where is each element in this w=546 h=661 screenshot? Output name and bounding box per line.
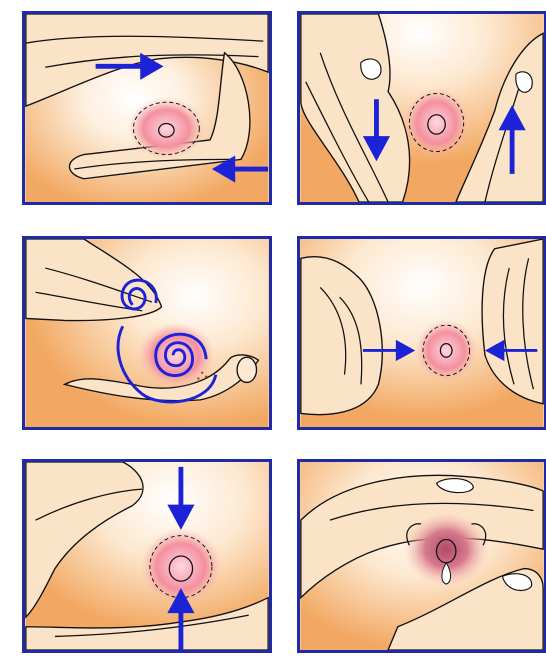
- areola: [404, 88, 470, 158]
- panel-2-hand-vertical: [297, 11, 546, 205]
- panel-6-illustration: [300, 462, 544, 650]
- right-thumbnail: [516, 72, 532, 92]
- panel-4-fingers-squeeze: [297, 236, 546, 430]
- panel-3-illustration: [25, 239, 269, 427]
- panel-1-illustration: [25, 14, 269, 202]
- panel-2-illustration: [300, 14, 544, 202]
- panel-5-hand-press: [22, 459, 272, 653]
- panel-3-circular-massage: [22, 236, 272, 430]
- thumb-tip: [237, 357, 256, 382]
- areola: [128, 97, 206, 159]
- panel-5-illustration: [25, 462, 269, 650]
- panel-4-illustration: [300, 239, 544, 427]
- left-thumbnail: [361, 59, 381, 79]
- panel-6-milk-expression: [297, 459, 546, 653]
- panel-1-hand-sandwich: [22, 11, 272, 205]
- areola: [415, 319, 477, 381]
- areola: [137, 322, 215, 388]
